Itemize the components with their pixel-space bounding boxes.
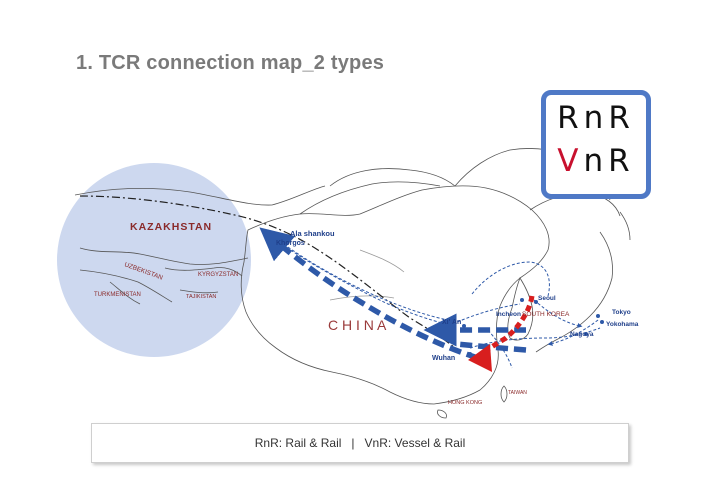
label-kazakhstan: KAZAKHSTAN <box>130 221 212 233</box>
label-tokyo: Tokyo <box>612 309 631 316</box>
vnr-routes <box>468 295 535 372</box>
legend-r1a: R <box>557 100 584 136</box>
city-dots <box>265 229 604 356</box>
label-south-korea: SOUTH KOREA <box>522 311 570 318</box>
label-incheon: Incheon <box>496 311 521 318</box>
route-type-legend: RnR VnR <box>541 90 651 199</box>
trans-siberian-line <box>79 195 461 353</box>
caption-text: RnR: Rail & Rail | VnR: Vessel & Rail <box>254 436 466 450</box>
legend-row-rnr: RnR <box>546 100 646 136</box>
label-turkmenistan: TURKMENISTAN <box>94 292 141 298</box>
label-china: C H I N A <box>328 317 387 333</box>
label-kyrgyzstan: KYRGYZSTAN <box>198 272 238 278</box>
legend-r2a: V <box>557 143 584 179</box>
label-tajikistan: TAJIKISTAN <box>186 294 216 300</box>
label-xian: Xi' An <box>442 319 461 326</box>
label-yokohama: Yokohama <box>606 321 639 328</box>
legend-r2c: R <box>608 143 635 179</box>
caption-box: RnR: Rail & Rail | VnR: Vessel & Rail <box>91 423 629 463</box>
legend-row-vnr: VnR <box>546 143 646 179</box>
label-taiwan: TAIWAN <box>508 390 527 396</box>
label-alashankou: Ala shankou <box>290 229 335 238</box>
legend-r1c: R <box>608 100 635 136</box>
legend-r2b: n <box>583 143 609 179</box>
label-khorgos: Khorgos <box>276 240 305 247</box>
label-nagoya: Nagoya <box>570 331 594 338</box>
rnr-routes <box>259 227 527 361</box>
label-hong-kong: HONG KONG <box>448 400 482 406</box>
central-asia-highlight <box>57 163 251 357</box>
label-wuhan: Wuhan <box>432 355 455 362</box>
legend-r1b: n <box>583 100 609 136</box>
tcr-map: KAZAKHSTAN UZBEKISTAN KYRGYZSTAN TURKMEN… <box>57 148 639 419</box>
slide-title: 1. TCR connection map_2 types <box>76 52 385 74</box>
vnr-arrowhead <box>468 344 492 372</box>
label-seoul: Seoul <box>538 295 556 302</box>
